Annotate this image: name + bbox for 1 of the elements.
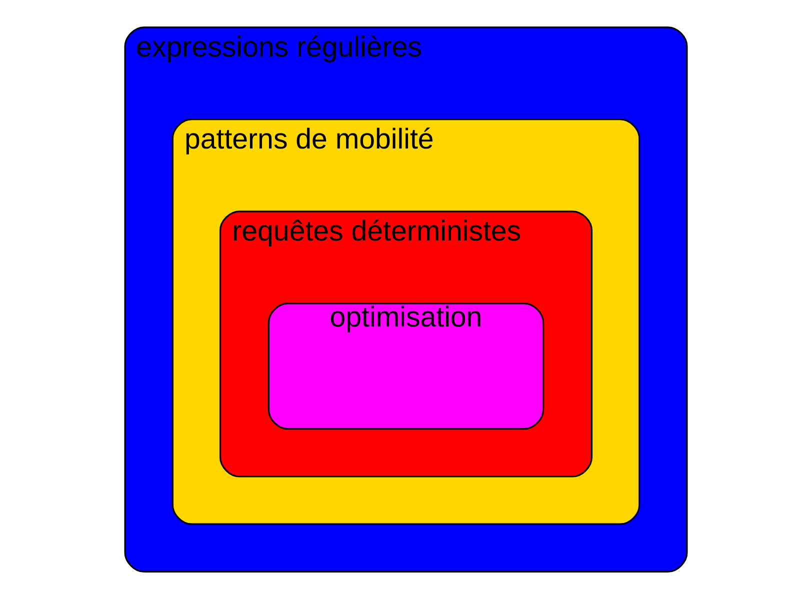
node-box: optimisation (268, 302, 544, 430)
